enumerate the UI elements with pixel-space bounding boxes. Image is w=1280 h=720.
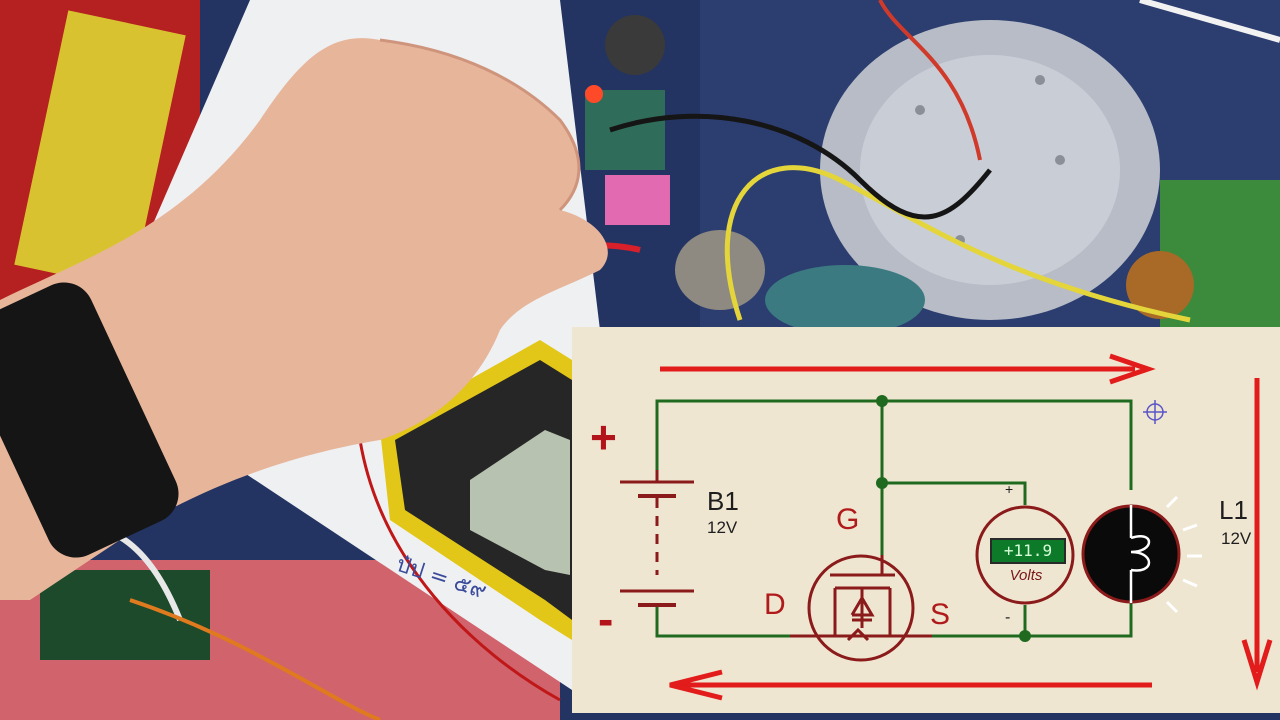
battery-minus-sign: - xyxy=(598,593,614,645)
voltmeter-minus-terminal: - xyxy=(1005,609,1011,626)
current-arrow-right xyxy=(1241,378,1273,691)
led-glow xyxy=(585,85,603,103)
lamp-voltage-label: 12V xyxy=(1221,529,1252,548)
solder-spool xyxy=(765,265,925,335)
yellow-wire xyxy=(724,165,1191,323)
lamp-socket xyxy=(675,230,765,310)
pink-component xyxy=(605,175,670,225)
inductor-ring xyxy=(605,15,665,75)
multimeter-display xyxy=(470,430,570,575)
junction-node-top xyxy=(876,395,888,407)
mosfet-symbol xyxy=(790,554,932,662)
green-board-bottom xyxy=(40,570,210,660)
wristwatch xyxy=(0,282,179,558)
black-wire xyxy=(609,113,992,220)
junction-node-gate xyxy=(876,477,888,489)
current-arrow-top xyxy=(660,353,1156,385)
voltmeter-readout: +11.9 xyxy=(990,538,1066,564)
battery-voltage-label: 12V xyxy=(707,518,738,537)
mosfet-source-label: S xyxy=(930,598,951,631)
mosfet-gate-label: G xyxy=(836,503,860,536)
lamp-name-label: L1 xyxy=(1219,495,1248,525)
battery-name-label: B1 xyxy=(707,486,739,516)
yellow-strip xyxy=(14,10,186,290)
current-arrow-bottom xyxy=(669,669,1152,701)
voltmeter-plus-terminal: + xyxy=(1005,481,1014,497)
lamp-glow-rays xyxy=(1165,495,1202,614)
voltmeter-unit-label: Volts xyxy=(1009,567,1043,584)
probe-crosshair-icon xyxy=(1143,400,1167,424)
mosfet-drain-label: D xyxy=(764,588,786,621)
lamp-l1-symbol xyxy=(1081,495,1202,614)
schematic-panel xyxy=(572,327,1280,713)
small-circuit-board xyxy=(585,90,665,170)
junction-node-bottom xyxy=(1019,630,1031,642)
battery-plus-sign: + xyxy=(590,411,617,463)
battery-b1-symbol xyxy=(620,470,694,607)
